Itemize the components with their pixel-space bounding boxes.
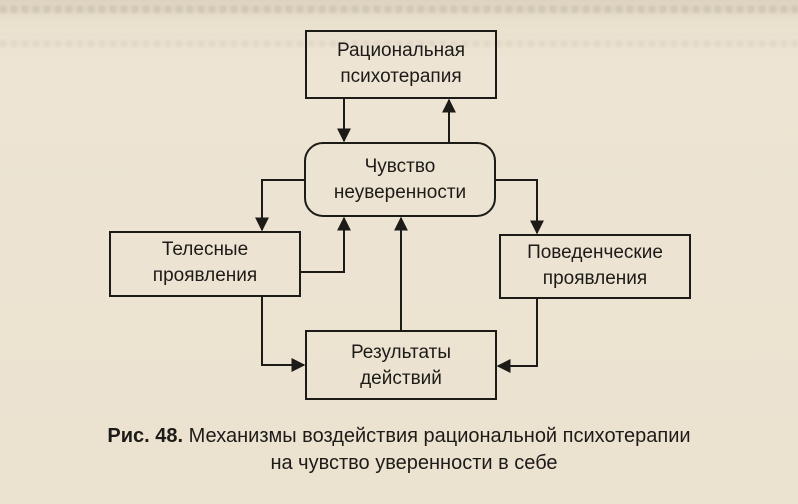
action-results-line1: Результаты (350, 342, 452, 363)
top-bleed-through-text (0, 6, 798, 13)
bodily-manifestations-line2: проявления (152, 265, 258, 286)
bodily-manifestations-label: Телесные проявления (110, 237, 300, 289)
bodily-manifestations-box (109, 231, 301, 297)
figure-number: Рис. 48. (107, 425, 184, 447)
behavioral-manifestations-box (499, 234, 691, 299)
figure-caption-line2-wrap: на чувство уверенности в себе (0, 450, 798, 476)
insecurity-feeling-label: Чувство неуверенности (305, 154, 495, 206)
action-results-label: Результаты действий (306, 340, 496, 392)
arrow-insecurity-to-bodily (255, 179, 305, 232)
arrow-bodily-to-insecurity (300, 216, 351, 273)
insecurity-feeling-line1: Чувство (364, 156, 436, 177)
rational-psychotherapy-line2: психотерапия (340, 66, 462, 87)
arrow-bodily-to-results (261, 296, 306, 372)
figure-caption-line2: на чувство уверенности в себе (270, 452, 558, 474)
behavioral-manifestations-label: Поведенческие проявления (500, 240, 690, 292)
rational-psychotherapy-line1: Рациональная (336, 40, 466, 61)
rational-psychotherapy-label: Рациональная психотерапия (306, 38, 496, 90)
behavioral-manifestations-line2: проявления (542, 268, 648, 289)
figure-caption: Рис. 48. Механизмы воздействия рациональ… (0, 423, 798, 449)
action-results-line2: действий (360, 368, 442, 389)
arrow-behavioral-to-results (496, 298, 538, 373)
behavioral-manifestations-line1: Поведенческие (527, 242, 663, 263)
figure-caption-line1: Механизмы воздействия рациональной психо… (188, 425, 691, 447)
rational-psychotherapy-box (305, 30, 497, 99)
bodily-manifestations-line1: Телесные (161, 239, 249, 260)
arrow-insecurity-to-behavioral (495, 179, 544, 235)
insecurity-feeling-line2: неуверенности (333, 182, 467, 203)
top-bleed-through-text-2 (0, 40, 798, 47)
